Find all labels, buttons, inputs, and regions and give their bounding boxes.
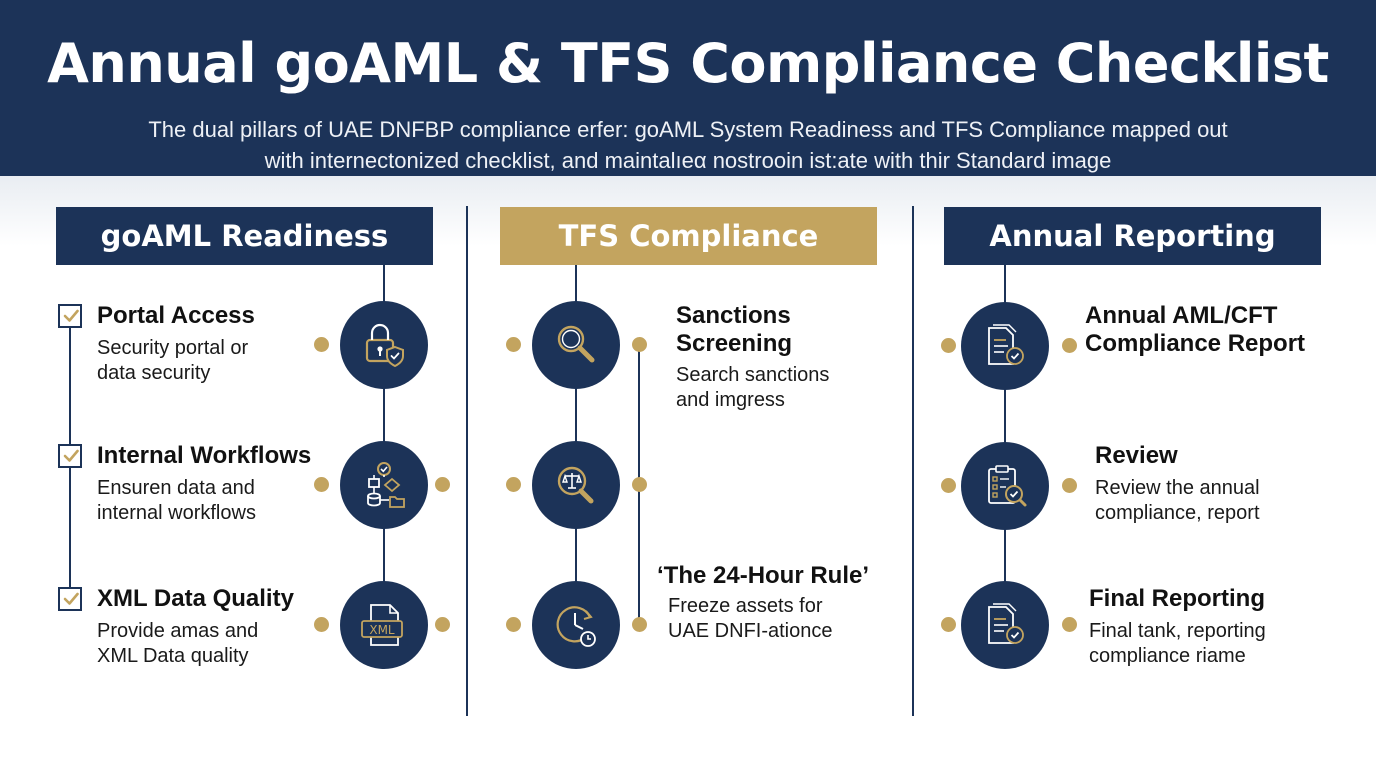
- check-mark-icon: [63, 592, 79, 605]
- portal-access-connector-dot: [314, 337, 329, 352]
- xml-file-icon: XML: [361, 604, 403, 646]
- annual-report-title: Annual AML/CFT Compliance Report: [1085, 302, 1305, 358]
- final-reporting-desc: Final tank, reporting compliance riame: [1089, 619, 1266, 669]
- annual-report-title-line-1: Annual AML/CFT: [1085, 302, 1278, 329]
- internal-workflows-title: Internal Workflows: [97, 442, 312, 469]
- sanctions-screening-icon-circle: [532, 301, 620, 389]
- clipboard-check-icon: [988, 465, 1027, 507]
- xml-data-quality-icon-circle: XML: [340, 581, 428, 669]
- final-reporting-connector-dot-left: [941, 617, 956, 632]
- sanctions-screening-desc-line-2: and imgress: [676, 389, 785, 411]
- xml-data-quality-desc: Provide amas and XML Data quality: [97, 619, 258, 669]
- document-check-icon: [988, 603, 1024, 644]
- annual-report-connector-dot-right: [1062, 338, 1077, 353]
- 24-hour-rule-desc: Freeze assets for UAE DNFI-ationce: [668, 594, 833, 644]
- 24-hour-rule-connector-dot-right: [632, 617, 647, 632]
- document-check-icon: [988, 324, 1024, 365]
- sanctions-screening-connector-dot-left: [506, 337, 521, 352]
- review-connector-dot-right: [1062, 478, 1077, 493]
- annual-report-icon-circle: [961, 302, 1049, 390]
- internal-workflows-desc: Ensuren data and internal workflows: [97, 476, 256, 526]
- review-desc-line-2: compliance, report: [1095, 502, 1260, 524]
- svg-text:XML: XML: [369, 623, 395, 637]
- xml-data-quality-checkbox[interactable]: [58, 587, 82, 611]
- 24-hour-rule-title: ‘The 24-Hour Rule’: [657, 562, 870, 589]
- screening-review-connector-dot-left: [506, 477, 521, 492]
- scales-magnifier-icon: [557, 466, 594, 504]
- page-title: Annual goAML & TFS Compliance Checklist: [47, 32, 1329, 95]
- review-title: Review: [1095, 442, 1178, 469]
- internal-workflows-desc-line-1: Ensuren data and: [97, 477, 255, 499]
- portal-access-desc-line-1: Security portal or: [97, 337, 249, 359]
- sanctions-screening-title-line-1: Sanctions: [676, 302, 791, 329]
- xml-data-quality-desc-line-2: XML Data quality: [97, 645, 249, 667]
- annual-report-connector-dot-left: [941, 338, 956, 353]
- subtitle-line-1: The dual pillars of UAE DNFBP compliance…: [148, 117, 1228, 142]
- review-desc: Review the annual compliance, report: [1095, 476, 1260, 526]
- check-mark-icon: [63, 449, 79, 462]
- final-reporting-connector-dot-right: [1062, 617, 1077, 632]
- portal-access-icon-circle: [340, 301, 428, 389]
- screening-review-icon-circle: [532, 441, 620, 529]
- internal-workflows-connector-dot-right: [435, 477, 450, 492]
- column-header-annual-reporting: Annual Reporting: [944, 207, 1321, 265]
- sanctions-screening-title: Sanctions Screening: [676, 302, 792, 358]
- xml-data-quality-title: XML Data Quality: [97, 585, 294, 612]
- workflow-icon: [367, 462, 405, 508]
- header-banner: Annual goAML & TFS Compliance Checklist …: [0, 0, 1376, 176]
- lock-shield-icon: [365, 323, 404, 368]
- portal-access-checkbox[interactable]: [58, 304, 82, 328]
- review-desc-line-1: Review the annual: [1095, 477, 1260, 499]
- final-reporting-title: Final Reporting: [1089, 585, 1265, 612]
- sanctions-screening-connector-dot-right: [632, 337, 647, 352]
- screening-review-connector-dot-right: [632, 477, 647, 492]
- internal-workflows-connector-dot-left: [314, 477, 329, 492]
- portal-access-title: Portal Access: [97, 302, 255, 329]
- portal-access-desc: Security portal or data security: [97, 336, 248, 386]
- sanctions-screening-desc-line-1: Search sanctions: [676, 364, 830, 386]
- review-connector-dot-left: [941, 478, 956, 493]
- portal-access-desc-line-2: data security: [97, 362, 211, 384]
- sanctions-screening-desc: Search sanctions and imgress: [676, 363, 829, 413]
- page-subtitle: The dual pillars of UAE DNFBP compliance…: [90, 114, 1286, 176]
- final-reporting-icon-circle: [961, 581, 1049, 669]
- final-reporting-desc-line-1: Final tank, reporting: [1089, 620, 1266, 642]
- internal-workflows-icon-circle: [340, 441, 428, 529]
- review-icon-circle: [961, 442, 1049, 530]
- xml-data-quality-connector-dot-right: [435, 617, 450, 632]
- column-header-goaml-readiness: goAML Readiness: [56, 207, 433, 265]
- clock-icon: [556, 606, 596, 647]
- xml-data-quality-desc-line-1: Provide amas and: [97, 620, 259, 642]
- 24-hour-rule-icon-circle: [532, 581, 620, 669]
- 24-hour-rule-desc-line-2: UAE DNFI-ationce: [668, 620, 833, 642]
- column-divider-1: [466, 206, 468, 716]
- magnifier-icon: [557, 325, 595, 363]
- 24-hour-rule-connector-dot-left: [506, 617, 521, 632]
- annual-report-title-line-2: Compliance Report: [1085, 330, 1306, 357]
- column-divider-2: [912, 206, 914, 716]
- internal-workflows-desc-line-2: internal workflows: [97, 502, 256, 524]
- internal-workflows-checkbox[interactable]: [58, 444, 82, 468]
- 24-hour-rule-desc-line-1: Freeze assets for: [668, 595, 823, 617]
- final-reporting-desc-line-2: compliance riame: [1089, 645, 1246, 667]
- column-header-tfs-compliance: TFS Compliance: [500, 207, 877, 265]
- check-mark-icon: [63, 309, 79, 322]
- sanctions-screening-title-line-2: Screening: [676, 330, 793, 357]
- subtitle-line-2: with internectonized checklist, and main…: [264, 148, 1112, 173]
- xml-data-quality-connector-dot-left: [314, 617, 329, 632]
